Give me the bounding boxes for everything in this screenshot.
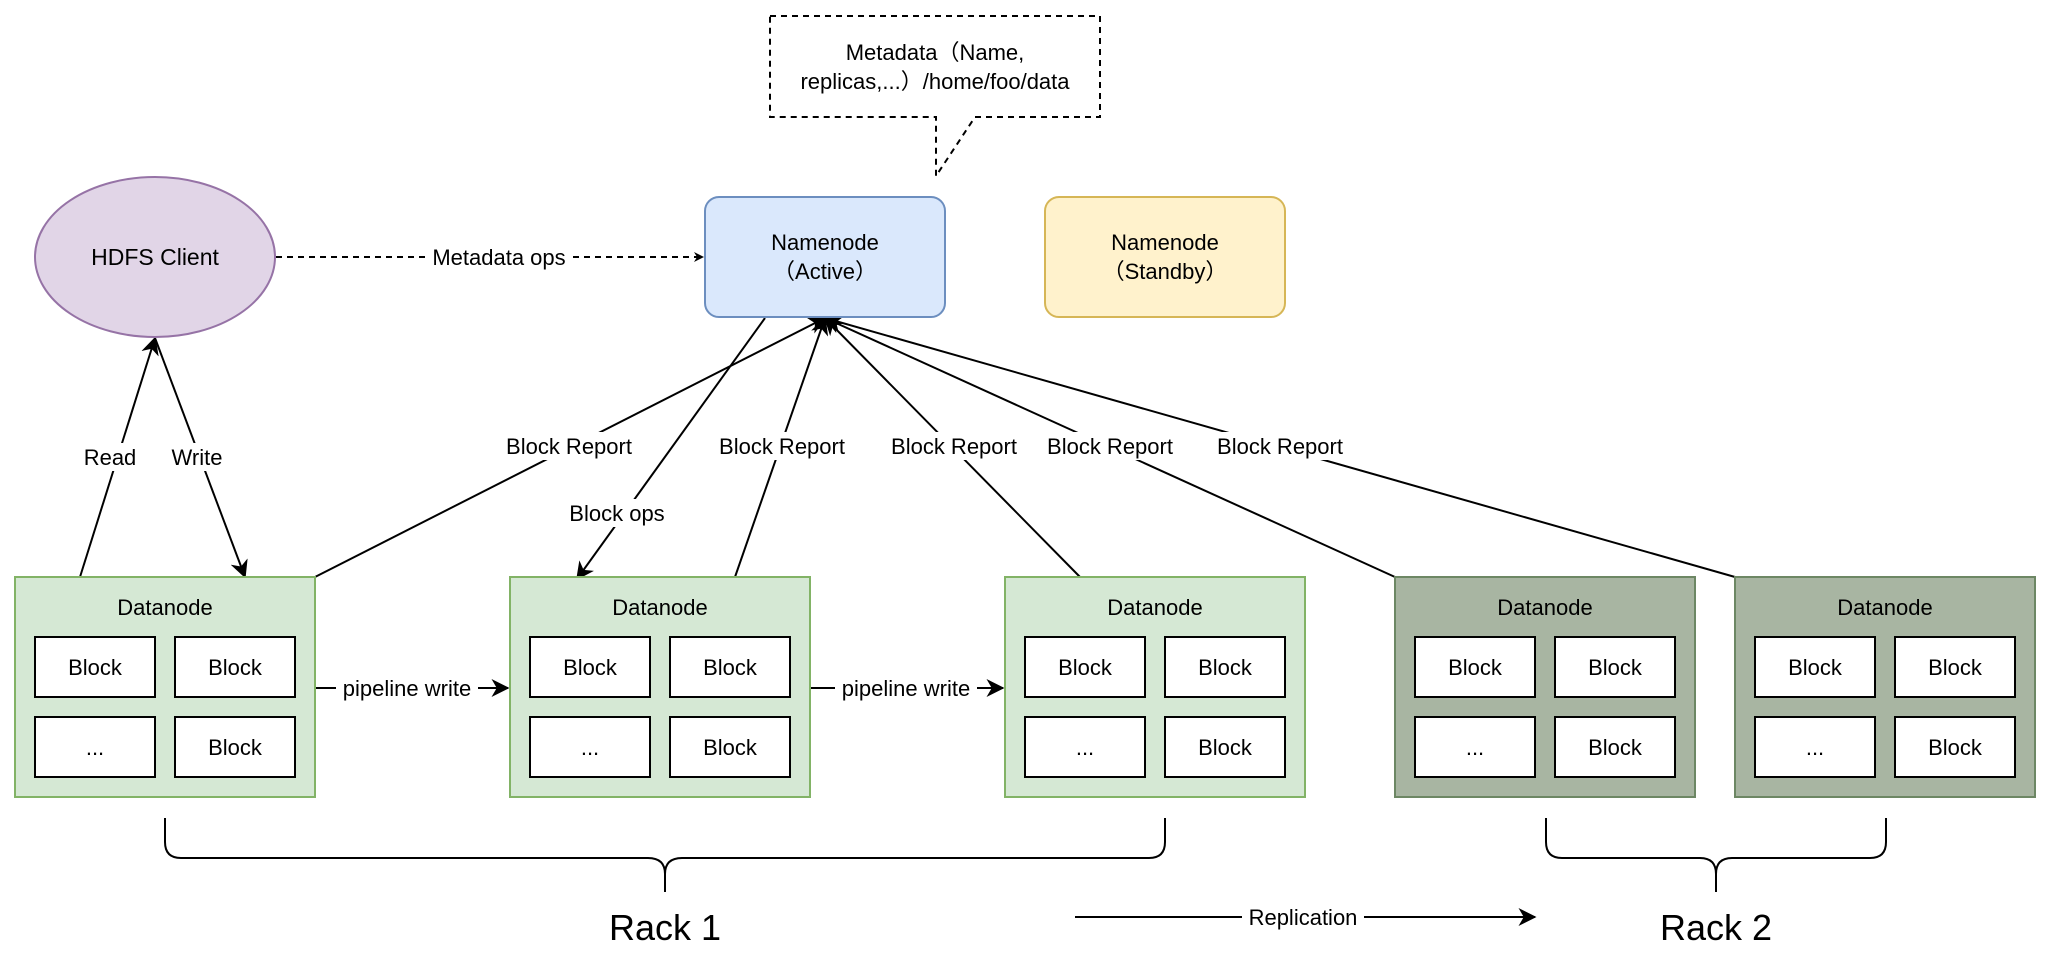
block-cell	[1414, 716, 1536, 778]
block-cell-label: ...	[86, 735, 104, 760]
block-cell-label: Block	[1588, 735, 1643, 760]
edge-label-bg	[425, 243, 573, 271]
rack1-brace	[164, 818, 1166, 892]
block-cell-label: Block	[1928, 735, 1983, 760]
block-cell	[1554, 636, 1676, 698]
edge-label-block-report-5: Block Report	[1217, 434, 1343, 459]
metadata-callout-shape	[769, 15, 1101, 180]
block-cell	[1024, 636, 1146, 698]
block-cell	[1164, 636, 1286, 698]
edge-label-block-report-3: Block Report	[891, 434, 1017, 459]
block-cell-label: Block	[1448, 655, 1503, 680]
edge-label-bg	[78, 443, 140, 471]
block-cell-label: Block	[1928, 655, 1983, 680]
block-cell	[1164, 716, 1286, 778]
edge-label-bg	[1242, 903, 1364, 931]
block-cell-label: Block	[1588, 655, 1643, 680]
block-cell-label: Block	[563, 655, 618, 680]
edge-label-block-report-1: Block Report	[506, 434, 632, 459]
block-cell	[529, 636, 651, 698]
block-cell	[1554, 716, 1676, 778]
edge-label-bg	[562, 499, 674, 527]
edge-label-replication: Replication	[1249, 905, 1358, 930]
block-cell-label: Block	[1198, 735, 1253, 760]
rack2-brace	[1545, 818, 1887, 892]
edge-label-block-report-2: Block Report	[719, 434, 845, 459]
block-cell	[174, 636, 296, 698]
block-cell-label: Block	[1058, 655, 1113, 680]
block-cell-label: Block	[1788, 655, 1843, 680]
hdfs-client-node	[34, 176, 276, 338]
block-cell-label: Block	[1198, 655, 1253, 680]
block-cell-label: Block	[703, 655, 758, 680]
block-cell	[34, 636, 156, 698]
namenode-standby-line1: Namenode	[1111, 230, 1219, 255]
rack2-label: Rack 2	[1660, 907, 1772, 948]
edge-label-bg	[711, 432, 853, 460]
namenode-active-node	[704, 196, 946, 318]
edge-label-bg	[1039, 432, 1181, 460]
metadata-callout-line1: Metadata（Name,	[846, 40, 1025, 65]
edge-label-bg	[835, 674, 977, 702]
block-cell-label: Block	[208, 735, 263, 760]
block-cell	[1894, 636, 2016, 698]
block-cell	[1754, 636, 1876, 698]
edge-label-bg	[166, 443, 228, 471]
edge-label-bg	[498, 432, 640, 460]
block-cell	[34, 716, 156, 778]
edge-label-write: Write	[172, 445, 223, 470]
block-cell	[1024, 716, 1146, 778]
block-cell-label: ...	[1466, 735, 1484, 760]
edge-label-read: Read	[84, 445, 137, 470]
block-cell	[669, 636, 791, 698]
block-cell	[529, 716, 651, 778]
block-cell-label: ...	[1076, 735, 1094, 760]
block-cell-label: Block	[703, 735, 758, 760]
namenode-active-line2: （Active）	[773, 259, 877, 284]
rack1-label: Rack 1	[609, 907, 721, 948]
block-cell-label: ...	[581, 735, 599, 760]
edge-label-bg	[336, 674, 478, 702]
datanode-title: Datanode	[1107, 595, 1202, 620]
block-cell-label: Block	[68, 655, 123, 680]
metadata-callout-line2: replicas,...）/home/foo/data	[800, 69, 1070, 94]
edge-label-pipeline-write-1: pipeline write	[343, 676, 471, 701]
namenode-active-line1: Namenode	[771, 230, 879, 255]
edge-label-bg	[883, 432, 1025, 460]
edge-label-bg	[1209, 432, 1351, 460]
edge-label-pipeline-write-2: pipeline write	[842, 676, 970, 701]
block-cell	[1754, 716, 1876, 778]
block-cell-label: Block	[208, 655, 263, 680]
block-cell	[174, 716, 296, 778]
namenode-standby-node	[1044, 196, 1286, 318]
datanode-title: Datanode	[1497, 595, 1592, 620]
namenode-standby-line2: （Standby）	[1103, 259, 1228, 284]
block-cell	[1894, 716, 2016, 778]
datanode-title: Datanode	[1837, 595, 1932, 620]
edge-label-block-report-4: Block Report	[1047, 434, 1173, 459]
block-cell	[1414, 636, 1536, 698]
block-cell-label: ...	[1806, 735, 1824, 760]
edge-label-block-ops: Block ops	[569, 501, 664, 526]
block-cell	[669, 716, 791, 778]
edge-label-metadata-ops: Metadata ops	[432, 245, 565, 270]
edge-block-ops	[576, 317, 766, 581]
datanode-title: Datanode	[612, 595, 707, 620]
hdfs-client-label: HDFS Client	[91, 244, 219, 270]
datanode-title: Datanode	[117, 595, 212, 620]
